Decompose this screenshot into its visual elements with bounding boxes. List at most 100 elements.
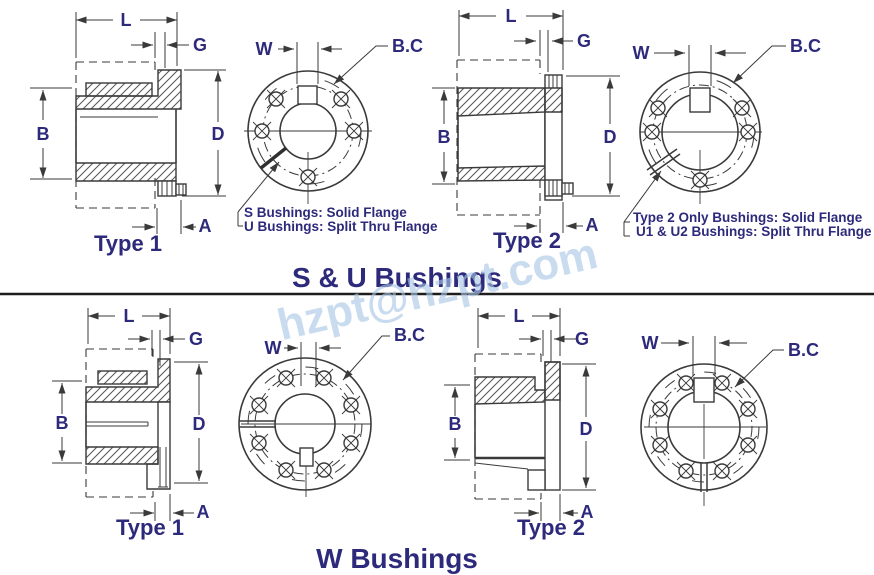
keyway-witness-lines — [692, 336, 716, 376]
dim-label-L: L — [124, 306, 135, 326]
screw-slot-lines — [158, 447, 168, 488]
bolt-hole — [314, 460, 334, 480]
keyway — [299, 447, 314, 467]
keyway — [689, 87, 711, 113]
bolt-hole — [341, 433, 361, 453]
bolt-hole — [738, 122, 758, 142]
keyway — [693, 377, 715, 403]
dim-label-A: A — [199, 216, 212, 236]
construction-lines — [85, 348, 154, 498]
note-bracket — [237, 212, 243, 227]
bc-leader-line — [342, 335, 390, 381]
cap-screw-head — [175, 183, 187, 196]
bolt-hole — [252, 121, 272, 141]
bolt-hole — [249, 433, 269, 453]
type1-label: Type 1 — [116, 515, 184, 540]
w-type1-section-view: L G B D A Type 1 — [52, 306, 210, 540]
note-line: U1 & U2 Bushings: Split Thru Flange — [636, 224, 872, 239]
barrel-edges — [457, 112, 546, 168]
su-type1-front-view: W B.C S Bushings: Solid Flange U Bushing… — [237, 36, 438, 234]
bolt-hole — [738, 435, 758, 455]
bc-leader-line — [734, 349, 784, 388]
dim-label-BC: B.C — [788, 340, 819, 360]
centerlines — [644, 404, 766, 506]
flange-hatched — [544, 361, 561, 401]
keyway-witness-lines — [296, 42, 319, 84]
w-type2-section-view: L G B D A Type 2 — [444, 306, 596, 540]
cap-screw-head — [561, 182, 574, 195]
bolt-hole — [276, 460, 296, 480]
dim-label-BC: B.C — [394, 325, 425, 345]
dim-label-D: D — [193, 414, 206, 434]
dim-label-B: B — [449, 414, 462, 434]
cap-screw-threads — [548, 180, 558, 196]
bolt-hole — [712, 373, 732, 393]
tapered-top-band-hatched — [457, 87, 546, 117]
lower-barrel-hatched — [75, 162, 177, 182]
w-type2-front-view: W B.C — [640, 333, 819, 506]
tapered-bottom-band-hatched — [457, 165, 546, 182]
extension-lines — [30, 12, 226, 234]
bc-leader-line — [732, 45, 786, 84]
flange-hatched — [544, 87, 563, 113]
barrel-bore-edges — [75, 109, 177, 163]
w-section-title: W Bushings — [316, 543, 478, 574]
bolt-hole — [648, 98, 668, 118]
bc-leader-line — [333, 45, 388, 85]
type2-label: Type 2 — [493, 228, 561, 253]
cap-screw-head-lines — [564, 183, 570, 194]
bolt-hole — [712, 461, 732, 481]
split-slot — [86, 421, 149, 427]
split-line — [700, 462, 708, 492]
outer-flange-circle — [640, 363, 768, 491]
dim-label-G: G — [575, 329, 589, 349]
lower-barrel-hatched — [85, 446, 159, 465]
centerlines — [241, 423, 371, 497]
centerlines — [640, 131, 762, 204]
type1-label: Type 1 — [94, 231, 162, 256]
dim-label-B: B — [37, 124, 50, 144]
keyway-witness-lines — [688, 45, 712, 86]
key-hatched — [85, 82, 153, 97]
dim-label-W: W — [642, 333, 659, 353]
tapered-top-band-hatched — [474, 376, 546, 405]
note-leader-arrow — [623, 170, 662, 223]
bolt-hole — [642, 122, 662, 142]
bolt-hole — [676, 461, 696, 481]
split-line — [259, 146, 288, 170]
flange-foot — [527, 469, 546, 491]
dim-label-B: B — [56, 413, 69, 433]
dim-label-G: G — [189, 329, 203, 349]
key-hatched — [97, 370, 148, 385]
extension-lines — [52, 308, 208, 521]
su-type1-section-view: L G B D A Type 1 — [30, 10, 226, 256]
type2-label: Type 2 — [517, 515, 585, 540]
dim-label-BC: B.C — [392, 36, 423, 56]
dim-label-W: W — [256, 39, 273, 59]
bolt-hole — [266, 89, 286, 109]
flange-body — [146, 401, 171, 490]
dim-label-D: D — [604, 127, 617, 147]
bolt-hole — [738, 399, 758, 419]
note-line: Type 2 Only Bushings: Solid Flange — [633, 210, 863, 225]
bolt-hole — [676, 373, 696, 393]
dim-label-W: W — [265, 338, 282, 358]
bolt-hole — [298, 167, 318, 187]
w-type1-front-view: W B.C — [238, 325, 425, 497]
dim-label-L: L — [121, 10, 132, 30]
dim-label-A: A — [197, 502, 210, 522]
su-section-title: S & U Bushings — [292, 262, 502, 293]
dim-label-L: L — [514, 306, 525, 326]
dim-label-B: B — [438, 127, 451, 147]
note-leader-arrow — [237, 161, 280, 213]
note-line: S Bushings: Solid Flange — [244, 205, 407, 220]
bolt-hole — [690, 170, 710, 190]
dim-label-G: G — [193, 35, 207, 55]
extension-lines — [432, 10, 620, 233]
note-line: U Bushings: Split Thru Flange — [244, 219, 438, 234]
bolt-hole — [249, 395, 269, 415]
bolt-hole — [650, 435, 670, 455]
bolt-hole — [276, 368, 296, 388]
